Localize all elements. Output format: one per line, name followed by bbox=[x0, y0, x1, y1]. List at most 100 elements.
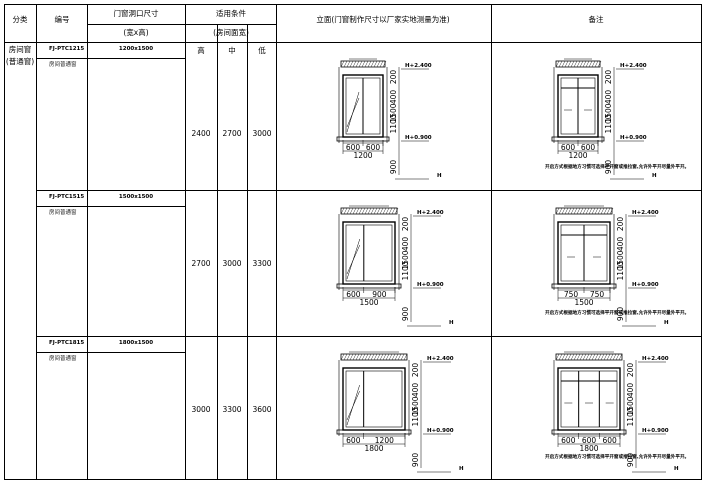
r3-elev-lintel-hatch bbox=[388, 353, 393, 361]
r2-elev-lintel-hatch bbox=[373, 207, 378, 215]
r3-elev-dim-label-1: 1200 bbox=[375, 436, 394, 445]
r1-elev-dim-total: 1200 bbox=[353, 151, 372, 160]
r3-elev-lintel-hatch bbox=[382, 353, 387, 361]
row3-mid: 3300 bbox=[222, 405, 242, 414]
r1-remark-v1100: 1100 bbox=[604, 114, 613, 133]
r3-elev-lintel-hatch bbox=[343, 353, 348, 361]
row1-code: FJ-PTC1215 bbox=[49, 46, 85, 52]
r2-remark-lintel-hatch bbox=[606, 207, 611, 215]
r3-remark-lintel-hatch bbox=[615, 353, 620, 361]
r3-elev-dim-total: 1800 bbox=[364, 444, 383, 453]
r1-remark-lintel-hatch bbox=[576, 60, 581, 68]
r3-remark-level-sill: H+0.900 bbox=[642, 428, 669, 434]
r2-remark-lintel-hatch bbox=[603, 207, 608, 215]
r2-elev-dim-label-1: 900 bbox=[372, 290, 387, 299]
r2-elev-lintel-hatch bbox=[358, 207, 363, 215]
r2-remark-lintel-hatch bbox=[582, 207, 587, 215]
r2-elev-lintel-hatch bbox=[352, 207, 357, 215]
r2-elev-lintel-hatch bbox=[343, 207, 348, 215]
r1-elev-lintel-hatch bbox=[379, 60, 384, 68]
r1-remark-v900: 900 bbox=[604, 160, 613, 175]
r3-elev-frame bbox=[342, 367, 406, 431]
r1-elev-lintel-hatch bbox=[364, 60, 369, 68]
r2-elev-frame bbox=[342, 221, 396, 285]
r3-elev-lintel-hatch bbox=[358, 353, 363, 361]
r3-elev-level-top: H+2.400 bbox=[427, 356, 454, 362]
header-conditions: 适用条件 bbox=[216, 9, 246, 18]
r2-elev-v900: 900 bbox=[401, 307, 410, 322]
r3-elev-v1100: 1100 bbox=[411, 407, 420, 426]
r1-elev-dim-label-1: 600 bbox=[366, 143, 381, 152]
r3-remark-dim-label-0: 600 bbox=[561, 436, 576, 445]
r2-elev-sash-diag2 bbox=[346, 244, 361, 275]
r3-remark-lintel-hatch bbox=[594, 353, 599, 361]
r1-elev-lintel-hatch bbox=[367, 60, 372, 68]
r1-elev-lintel-hatch bbox=[376, 60, 381, 68]
r1-remark-lintel-hatch bbox=[585, 60, 590, 68]
r3-remark-lintel-hatch bbox=[612, 353, 617, 361]
r3-elev-lintel-hatch bbox=[370, 353, 375, 361]
r2-elev-level-sill: H+0.900 bbox=[417, 282, 444, 288]
r3-elev-level-floor: H bbox=[459, 466, 464, 472]
r2-elev-lintel-hatch bbox=[355, 207, 360, 215]
row1-size: 1200x1500 bbox=[118, 46, 154, 52]
r3-elev-lintel-hatch bbox=[397, 353, 402, 361]
r1-elev-level-floor: H bbox=[437, 173, 442, 179]
row2-code: FJ-PTC1515 bbox=[49, 194, 85, 200]
r1-elev-v200: 200 bbox=[389, 70, 398, 85]
row3-note: 开启方式根据地方习惯可选择平开窗或推拉窗,允许外平开尽量外平开。 bbox=[545, 455, 690, 460]
r2-remark-level-floor: H bbox=[664, 320, 669, 326]
r2-remark-lintel-hatch bbox=[576, 207, 581, 215]
r1-remark-lintel-hatch bbox=[567, 60, 572, 68]
r1-remark-lintel-hatch bbox=[573, 60, 578, 68]
r2-remark-v200: 200 bbox=[616, 217, 625, 232]
r3-remark-lintel-hatch bbox=[567, 353, 572, 361]
row3-usage: 房间普通窗 bbox=[49, 356, 77, 362]
r1-remark-lintel bbox=[555, 60, 601, 68]
r3-elev-v200: 200 bbox=[411, 363, 420, 378]
row1-mid: 2700 bbox=[222, 129, 242, 138]
r2-remark-lintel-hatch bbox=[579, 207, 584, 215]
r1-remark-v400: 400 bbox=[604, 90, 613, 105]
r3-remark-level-top: H+2.400 bbox=[642, 356, 669, 362]
r3-elev-lintel-hatch bbox=[403, 353, 408, 361]
r2-elev-v200: 200 bbox=[401, 217, 410, 232]
r2-remark-lintel-hatch bbox=[555, 207, 560, 215]
r2-remark-level-top: H+2.400 bbox=[632, 210, 659, 216]
r1-remark-lintel-hatch bbox=[582, 60, 587, 68]
r3-remark-lintel-hatch bbox=[555, 353, 560, 361]
r1-elev-lintel-hatch bbox=[340, 60, 345, 68]
r3-elev-lintel-hatch bbox=[379, 353, 384, 361]
r3-remark-lintel-hatch bbox=[585, 353, 590, 361]
r3-remark-lintel-hatch bbox=[618, 353, 623, 361]
row3-size: 1800x1500 bbox=[118, 340, 154, 346]
r1-elev-v400: 400 bbox=[389, 90, 398, 105]
r3-remark-lintel-hatch bbox=[600, 353, 605, 361]
r2-remark-dim-total: 1500 bbox=[574, 298, 593, 307]
r3-remark-lintel-hatch bbox=[558, 353, 563, 361]
header-opening-size-sub: (宽x高) bbox=[123, 28, 149, 37]
header-category: 分类 bbox=[12, 15, 28, 24]
r2-remark-lintel-hatch bbox=[591, 207, 596, 215]
r3-remark-dim-label-2: 600 bbox=[603, 436, 618, 445]
r2-remark-lintel-hatch bbox=[570, 207, 575, 215]
header-remarks: 备注 bbox=[588, 15, 604, 24]
r3-remark-lintel-hatch bbox=[606, 353, 611, 361]
r3-remark-lintel-hatch bbox=[609, 353, 614, 361]
r3-elev-lintel-hatch bbox=[400, 353, 405, 361]
r3-elev-lintel-hatch bbox=[349, 353, 354, 361]
r2-elev-lintel-hatch bbox=[364, 207, 369, 215]
r3-remark-v400: 400 bbox=[626, 383, 635, 398]
r3-elev-lintel-hatch bbox=[376, 353, 381, 361]
header-opening-size: 门窗洞口尺寸 bbox=[113, 9, 159, 18]
r3-remark-level-floor: H bbox=[674, 466, 679, 472]
r3-elev-v400: 400 bbox=[411, 383, 420, 398]
header-low: 低 bbox=[258, 46, 266, 55]
r3-elev-level-sill: H+0.900 bbox=[427, 428, 454, 434]
r2-remark-level-sill: H+0.900 bbox=[632, 282, 659, 288]
r1-elev-lintel-hatch bbox=[346, 60, 351, 68]
r2-elev-dim-label-0: 600 bbox=[346, 290, 361, 299]
header-high: 高 bbox=[197, 46, 205, 55]
row2-note: 开启方式根据地方习惯可选择平开窗或推拉窗,允许外平开尽量外平开。 bbox=[545, 311, 690, 316]
